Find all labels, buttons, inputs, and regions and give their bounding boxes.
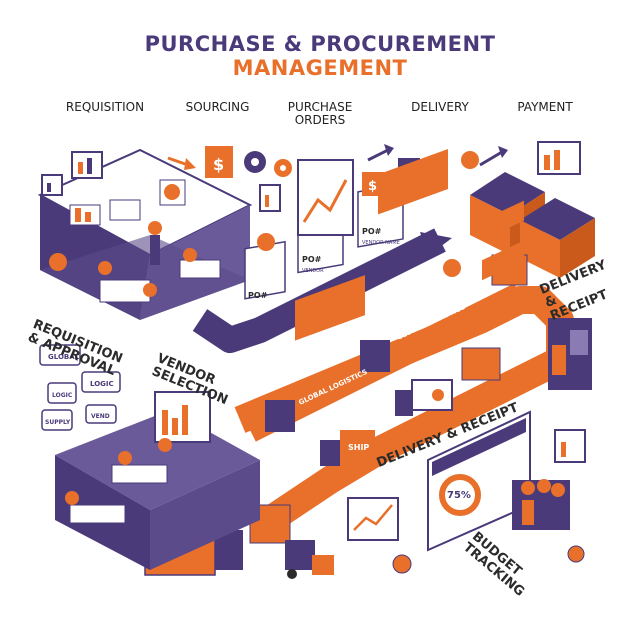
sourcing-chart-board <box>297 159 354 236</box>
svg-text:$: $ <box>213 155 224 174</box>
truck-ship: SHIP <box>320 430 375 466</box>
stage-delivery: DELIVERY <box>411 100 469 114</box>
budget-percent: 75% <box>447 490 471 501</box>
dollar-icon: $ <box>205 146 233 178</box>
po-label-2: PO# <box>302 255 322 264</box>
truck-white <box>395 379 453 416</box>
svg-text:$: $ <box>368 179 377 194</box>
svg-text:VEND: VEND <box>91 413 110 420</box>
chart-icon <box>71 151 103 179</box>
coin-icon <box>512 479 570 530</box>
tree-icon <box>461 151 479 169</box>
chart-icon <box>259 184 281 212</box>
budget-dashboard: 75% TOTAL TOTAL <box>427 200 531 552</box>
forklift-icon <box>285 540 334 579</box>
gear-icon <box>274 159 292 177</box>
tree-icon <box>443 259 461 277</box>
stage-requisition: REQUISITION <box>65 100 145 114</box>
cargo-box <box>461 347 501 381</box>
po-label-3: PO# <box>362 227 382 236</box>
vendor-label: VENDOR <box>302 268 324 274</box>
vendor-tag: SUPPLY <box>41 409 73 431</box>
chart-icon <box>347 497 399 541</box>
svg-text:LOGIC: LOGIC <box>52 392 73 399</box>
arrow-icon <box>479 146 508 167</box>
chart-icon <box>41 174 63 196</box>
svg-text:SUPPLY: SUPPLY <box>45 419 71 426</box>
po-label-1: PO# <box>248 291 268 300</box>
vendor-name-label: VENDOR NAME <box>362 240 400 246</box>
vendor-tag: GLOBAL <box>39 344 81 366</box>
chart-icon <box>554 429 586 463</box>
coin-icon <box>392 554 412 574</box>
warehouse-icon <box>470 172 545 255</box>
vendor-tag: LOGIC <box>81 371 121 393</box>
flow-path-orange-upper <box>244 283 526 442</box>
vendor-tag: VEND <box>85 404 117 424</box>
vendor-tag: LOGIC <box>47 382 77 404</box>
office-room-vendor <box>55 391 260 570</box>
chart-icon <box>537 141 581 175</box>
stage-sourcing: SOURCING <box>185 100 250 114</box>
warehouse-icon <box>520 198 595 278</box>
title-line-2: MANAGEMENT <box>232 56 408 80</box>
stage-purchase-orders: PURCHASE ORDERS <box>287 100 353 127</box>
svg-text:GLOBAL: GLOBAL <box>48 353 80 361</box>
office-room-requisition <box>37 148 253 320</box>
tree-icon <box>257 233 275 251</box>
stage-payment: PAYMENT <box>517 100 573 114</box>
arrow-icon <box>167 156 196 170</box>
arrow-icon <box>367 144 394 162</box>
payment-kiosk <box>548 318 592 390</box>
flow-arrow-head <box>420 232 452 256</box>
svg-text:SHIP: SHIP <box>348 443 369 452</box>
gear-icon <box>244 151 266 173</box>
coin-icon <box>567 545 585 563</box>
title-line-1: PURCHASE & PROCUREMENT <box>144 32 496 56</box>
svg-text:LOGIC: LOGIC <box>90 380 114 388</box>
